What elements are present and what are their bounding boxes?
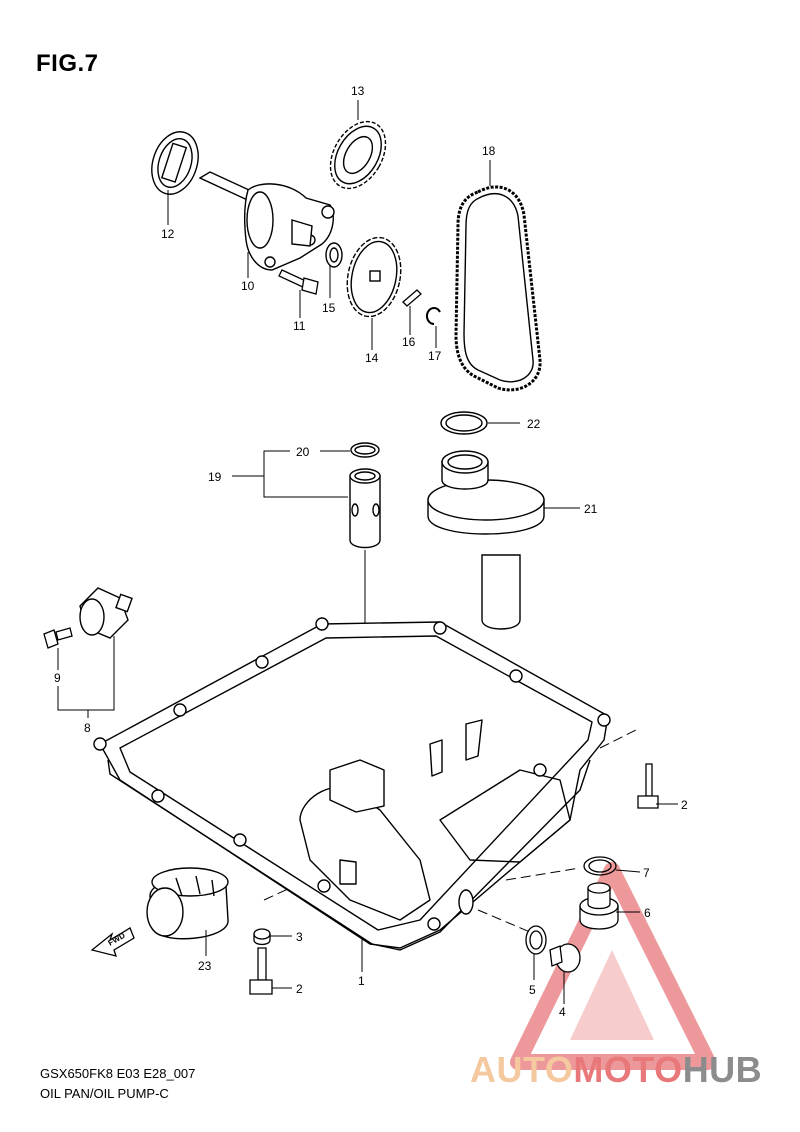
model-code: GSX650FK8 E03 E28_007 xyxy=(40,1066,196,1081)
callout-4: 4 xyxy=(559,1005,566,1019)
oil-pump-drive-gear-assy xyxy=(329,120,387,190)
callout-19: 19 xyxy=(208,470,222,484)
callout-1: 1 xyxy=(358,974,365,988)
watermark-logo: AUTOMOTOHUB xyxy=(470,1049,762,1090)
callout-22: 22 xyxy=(527,417,541,431)
callout-5: 5 xyxy=(529,983,536,997)
oil-pump-pin xyxy=(402,289,422,307)
bolt-2-upper xyxy=(637,763,659,809)
figure-title: FIG.7 xyxy=(36,50,99,77)
o-ring-7 xyxy=(583,856,617,876)
oil-filter xyxy=(146,867,229,940)
callout-13: 13 xyxy=(351,84,365,98)
callout-14: 14 xyxy=(365,351,379,365)
callout-20: 20 xyxy=(296,445,310,459)
callout-8: 8 xyxy=(84,721,91,735)
leader-lines xyxy=(57,100,678,1004)
o-ring-22 xyxy=(440,411,488,435)
oil-pump-driven-gear xyxy=(346,236,402,318)
oil-pipe-19 xyxy=(349,468,381,549)
oil-strainer xyxy=(427,450,545,630)
callout-7: 7 xyxy=(643,866,650,880)
bolt-2-lower xyxy=(249,947,273,995)
washer-3 xyxy=(253,928,271,946)
watermark-auto: AUTO xyxy=(470,1049,573,1090)
callout-21: 21 xyxy=(584,502,598,516)
callout-10: 10 xyxy=(241,279,255,293)
callout-12: 12 xyxy=(161,227,175,241)
watermark-triangle xyxy=(510,862,716,1070)
callout-9: 9 xyxy=(54,671,61,685)
gasket-5 xyxy=(525,925,547,955)
oil-pump-gasket xyxy=(151,131,199,195)
drain-plug-4 xyxy=(549,943,581,973)
callout-15: 15 xyxy=(322,301,336,315)
callout-17: 17 xyxy=(428,349,442,363)
callout-18: 18 xyxy=(482,144,496,158)
callout-11: 11 xyxy=(293,319,306,333)
svg-text:AUTOMOTOHUB: AUTOMOTOHUB xyxy=(470,1049,762,1090)
plug-6 xyxy=(579,882,619,930)
watermark-hub: HUB xyxy=(683,1049,763,1090)
circlip xyxy=(425,307,441,326)
callout-23: 23 xyxy=(198,959,212,973)
oil-pump-drive-chain xyxy=(454,185,542,392)
oil-pump-washer xyxy=(325,242,343,268)
o-ring-20 xyxy=(350,442,380,458)
watermark-moto: MOTO xyxy=(573,1049,682,1090)
callout-16: 16 xyxy=(402,335,416,349)
switch-bolt xyxy=(43,627,73,649)
callout-2-lower: 2 xyxy=(296,982,303,996)
forward-direction-arrow: FWD xyxy=(90,927,135,957)
alignment-lines xyxy=(263,729,637,933)
callout-6: 6 xyxy=(644,906,651,920)
section-title: OIL PAN/OIL PUMP-C xyxy=(40,1086,169,1101)
oil-pump-body xyxy=(198,171,335,271)
callout-2-upper: 2 xyxy=(681,798,688,812)
oil-pump-bolt xyxy=(278,269,319,295)
callout-labels: 13 12 18 10 11 15 14 16 17 22 20 19 21 9… xyxy=(54,84,688,1019)
callout-3: 3 xyxy=(296,930,303,944)
oil-pressure-switch xyxy=(79,587,133,639)
oil-pan xyxy=(93,617,611,951)
